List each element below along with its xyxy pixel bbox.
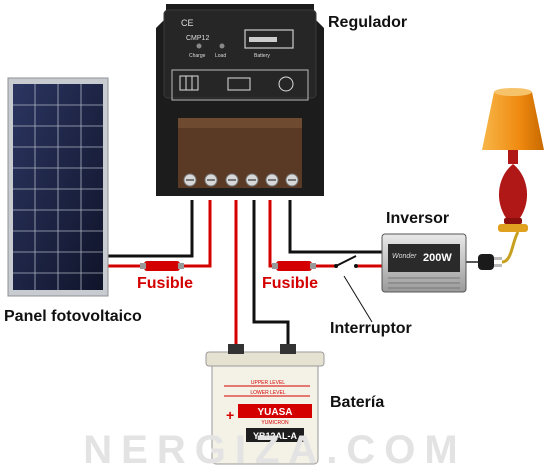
fuse-left-label: Fusible (137, 275, 194, 292)
terminal-screws (183, 173, 299, 187)
plug (466, 231, 520, 270)
fuse-right-label: Fusible (262, 275, 319, 292)
fuse-left (140, 261, 184, 271)
inverter-power: 200W (423, 252, 452, 264)
battery-icon (227, 77, 251, 91)
battery-brand: YUASA (257, 407, 292, 418)
solar-panel-icon (179, 75, 199, 91)
lamp-shade (482, 92, 544, 150)
lamp-base (498, 164, 528, 218)
charge-led (196, 43, 202, 49)
battery-plus-sign: + (226, 407, 234, 423)
solar-panel (7, 77, 109, 297)
battery-model: YB12AL-A (253, 431, 298, 441)
battery-negative-wire (252, 200, 290, 350)
load-led-label: Load (215, 53, 226, 59)
switch-symbol (334, 255, 373, 323)
ce-mark: CE (181, 18, 194, 28)
inverter-negative-wire (288, 200, 384, 254)
battery-positive-terminal (228, 344, 244, 354)
inverter: Wonder 200W (381, 233, 467, 293)
load-led (219, 43, 225, 49)
battery-sub: YUMICRON (261, 420, 289, 426)
battery-led-label: Battery (254, 53, 270, 59)
inverter-positive-wire (268, 200, 338, 268)
battery-label: Batería (330, 394, 385, 411)
lamp (482, 88, 544, 232)
panel-label: Panel fotovoltaico (4, 308, 142, 325)
terminal-block (178, 118, 302, 188)
battery-negative-terminal (280, 344, 296, 354)
fuse-right (272, 261, 316, 271)
bulb-icon (278, 76, 294, 92)
charge-led-label: Charge (189, 53, 206, 59)
inverter-brand: Wonder (392, 253, 417, 260)
battery-level-indicator (244, 29, 294, 49)
charge-regulator: CE CMP12 Charge Load Battery (156, 4, 324, 196)
panel-negative-wire (108, 200, 194, 258)
switch-label: Interruptor (330, 320, 412, 337)
inverter-label: Inversor (386, 210, 450, 227)
model-label: CMP12 (186, 35, 209, 42)
watermark: NERGIZA.COM (83, 428, 467, 472)
battery-upper-level: UPPER LEVEL (251, 380, 285, 386)
regulator-label: Regulador (328, 14, 408, 31)
battery: UPPER LEVEL LOWER LEVEL YUASA YUMICRON Y… (205, 344, 325, 465)
battery-lower-level: LOWER LEVEL (250, 390, 286, 396)
